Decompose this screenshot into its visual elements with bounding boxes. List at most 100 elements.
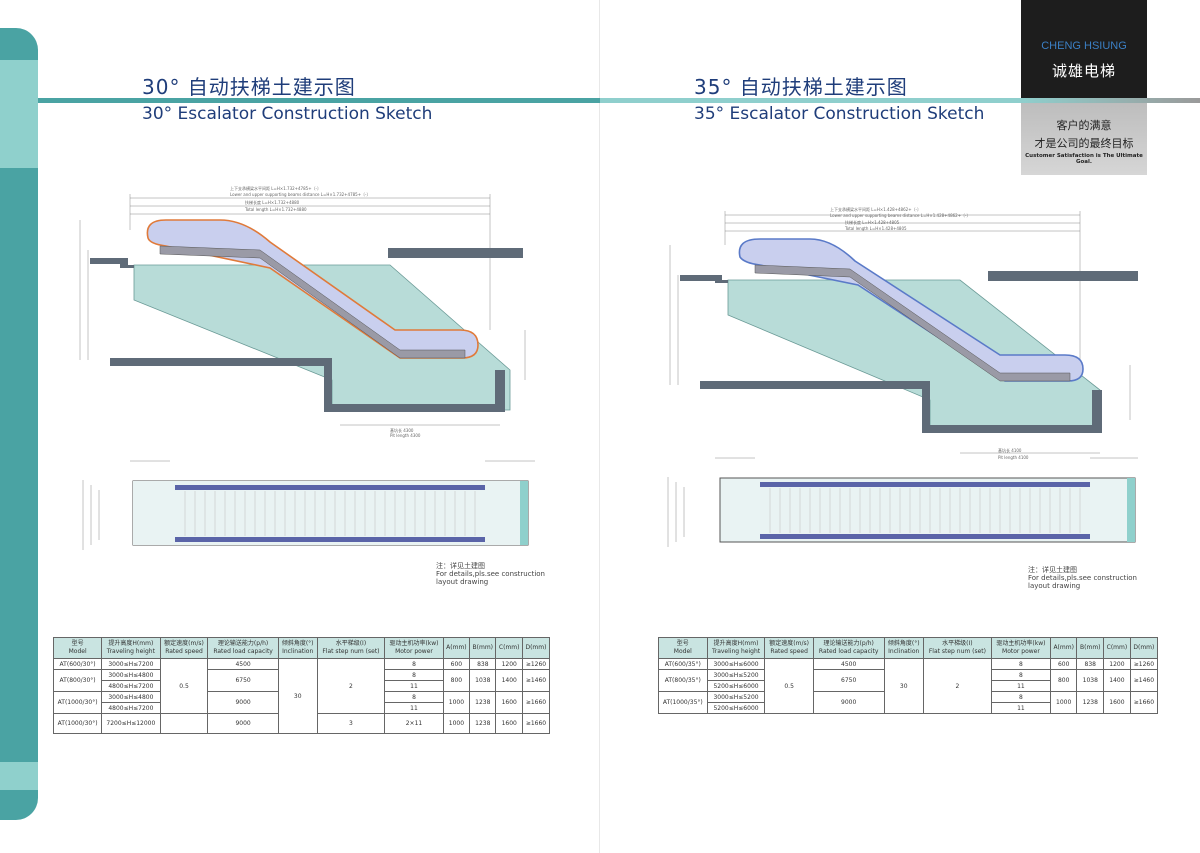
right-dim-top4: Total length L=H×1.428+4805 bbox=[844, 226, 907, 231]
left-plan-diagram bbox=[82, 460, 535, 550]
col-b: B(mm) bbox=[1076, 637, 1105, 659]
col-motor: 驱动主机功率(kw)Motor power bbox=[384, 637, 444, 659]
right-dimension-lines bbox=[669, 211, 1131, 454]
left-pit-en: Pit length 4300 bbox=[390, 433, 421, 438]
left-plan-step-lines bbox=[184, 491, 476, 536]
left-pit-cn: 基坑长 4300 bbox=[390, 427, 414, 433]
col-c: C(mm) bbox=[1103, 637, 1131, 659]
left-side-elevation-diagram: 上下支承横梁水平间距 L=H×1.732+4785+〔-〕 Lower and … bbox=[79, 185, 526, 438]
col-a: A(mm) bbox=[1049, 637, 1078, 659]
col-flat-steps: 水平梯级(I)Flat step num (set) bbox=[922, 637, 992, 659]
col-capacity: 理论输送能力(p/h)Rated load capacity bbox=[207, 637, 279, 659]
left-plan-fill bbox=[133, 481, 528, 545]
col-inclination: 倾斜角度(°)Inclination bbox=[883, 637, 924, 659]
left-dim-top4: Total length L=H×1.732+4880 bbox=[244, 207, 307, 212]
left-upper-floor bbox=[388, 248, 523, 258]
left-step-band bbox=[159, 245, 466, 359]
brand-block: CHENG HSIUNG 诚雄电梯 客户的满意 才是公司的最终目标 Custom… bbox=[1021, 0, 1147, 175]
col-travel-height: 提升高度H(mm)Traveling height bbox=[101, 637, 161, 659]
brand-slogan-box: 客户的满意 才是公司的最终目标 Customer Satisfaction is… bbox=[1021, 103, 1147, 175]
right-plan-end-panel bbox=[1127, 478, 1135, 542]
right-pit-en: Pit length 4100 bbox=[998, 455, 1029, 460]
col-d: D(mm) bbox=[521, 637, 551, 659]
left-dim-top1: 上下支承横梁水平间距 L=H×1.732+4785+〔-〕 bbox=[230, 185, 321, 191]
brand-slogan-cn-2: 才是公司的最终目标 bbox=[1034, 137, 1134, 150]
right-plan-handrail-top bbox=[760, 482, 1090, 487]
col-motor: 驱动主机功率(kw)Motor power bbox=[990, 637, 1051, 659]
page-divider bbox=[599, 0, 600, 853]
col-c: C(mm) bbox=[495, 637, 523, 659]
right-upper-floor bbox=[988, 271, 1138, 281]
col-a: A(mm) bbox=[442, 637, 471, 659]
brand-slogan-en: Customer Satisfaction is The Ultimate Go… bbox=[1025, 153, 1143, 165]
page-tab-lower bbox=[0, 762, 38, 790]
col-flat-steps: 水平梯级(I)Flat step num (set) bbox=[316, 637, 386, 659]
col-capacity: 理论输送能力(p/h)Rated load capacity bbox=[812, 637, 885, 659]
right-title-cn: 35° 自动扶梯土建示图 bbox=[694, 75, 908, 99]
col-speed: 额定速度(m/s)Rated speed bbox=[159, 637, 209, 659]
left-plan-dimension-lines bbox=[82, 460, 535, 550]
col-d: D(mm) bbox=[1129, 637, 1159, 659]
right-note-cn: 注：详见土建图 bbox=[1028, 566, 1077, 574]
left-plan-end-panel bbox=[520, 481, 528, 545]
right-dim-top1: 上下支承横梁水平间距 L=H×1.428+4862+〔-〕 bbox=[830, 206, 921, 212]
incline-cell: 30 bbox=[883, 658, 924, 714]
flat-cell: 2 bbox=[316, 658, 386, 714]
header-rule-right bbox=[600, 98, 1200, 103]
left-dimension-lines bbox=[79, 194, 526, 426]
brand-name-en: CHENG HSIUNG bbox=[1041, 40, 1127, 52]
left-plan-handrail-bottom bbox=[175, 537, 485, 542]
left-upper-slab bbox=[90, 258, 134, 268]
left-note-en1: For details,pls.see construction bbox=[436, 570, 545, 578]
right-dim-top2: Lower and upper supporting beams distanc… bbox=[830, 213, 971, 218]
right-step-band bbox=[754, 264, 1071, 382]
right-dim-top3: 扶梯长度 L=H×1.428+4805 bbox=[845, 219, 900, 225]
col-travel-height: 提升高度H(mm)Traveling height bbox=[706, 637, 766, 659]
right-note-en1: For details,pls.see construction bbox=[1028, 574, 1137, 582]
right-note: 注：详见土建图 For details,pls.see construction… bbox=[1028, 566, 1137, 590]
right-pit-cn: 基坑长 4100 bbox=[998, 447, 1022, 453]
right-upper-slab bbox=[680, 275, 728, 283]
brand-header: CHENG HSIUNG 诚雄电梯 bbox=[1021, 0, 1147, 98]
left-title-en: 30° Escalator Construction Sketch bbox=[142, 104, 433, 124]
flat-cell: 2 bbox=[922, 658, 992, 714]
col-inclination: 倾斜角度(°)Inclination bbox=[277, 637, 318, 659]
col-b: B(mm) bbox=[469, 637, 497, 659]
page-tab-upper bbox=[0, 60, 38, 168]
col-speed: 额定速度(m/s)Rated speed bbox=[764, 637, 814, 659]
incline-cell: 30 bbox=[277, 658, 318, 734]
left-note-cn: 注：详见土建图 bbox=[436, 562, 485, 570]
left-dim-top3: 扶梯长度 L=H×1.732+4880 bbox=[245, 199, 300, 205]
header-rule-left bbox=[38, 98, 600, 103]
brand-name-cn: 诚雄电梯 bbox=[1051, 62, 1116, 80]
right-plan-outline bbox=[719, 477, 1136, 543]
right-plan-diagram bbox=[667, 457, 1138, 547]
right-side-elevation-diagram: 上下支承横梁水平间距 L=H×1.428+4862+〔-〕 Lower and … bbox=[669, 206, 1138, 460]
right-plan-dimension-lines bbox=[667, 457, 1138, 547]
left-title-cn: 30° 自动扶梯土建示图 bbox=[142, 75, 356, 99]
brand-slogan-cn-1: 客户的满意 bbox=[1056, 119, 1112, 132]
left-plan-handrail-top bbox=[175, 485, 485, 490]
right-plan-handrail-bottom bbox=[760, 534, 1090, 539]
speed-cell: 0.5 bbox=[764, 658, 814, 714]
left-dim-top2: Lower and upper supporting beams distanc… bbox=[230, 192, 371, 197]
left-note-en2: layout drawing bbox=[436, 578, 489, 586]
right-title-en: 35° Escalator Construction Sketch bbox=[694, 104, 985, 124]
right-note-en2: layout drawing bbox=[1028, 582, 1081, 590]
left-lower-pit bbox=[110, 358, 505, 412]
left-note: 注：详见土建图 For details,pls.see construction… bbox=[436, 562, 545, 586]
